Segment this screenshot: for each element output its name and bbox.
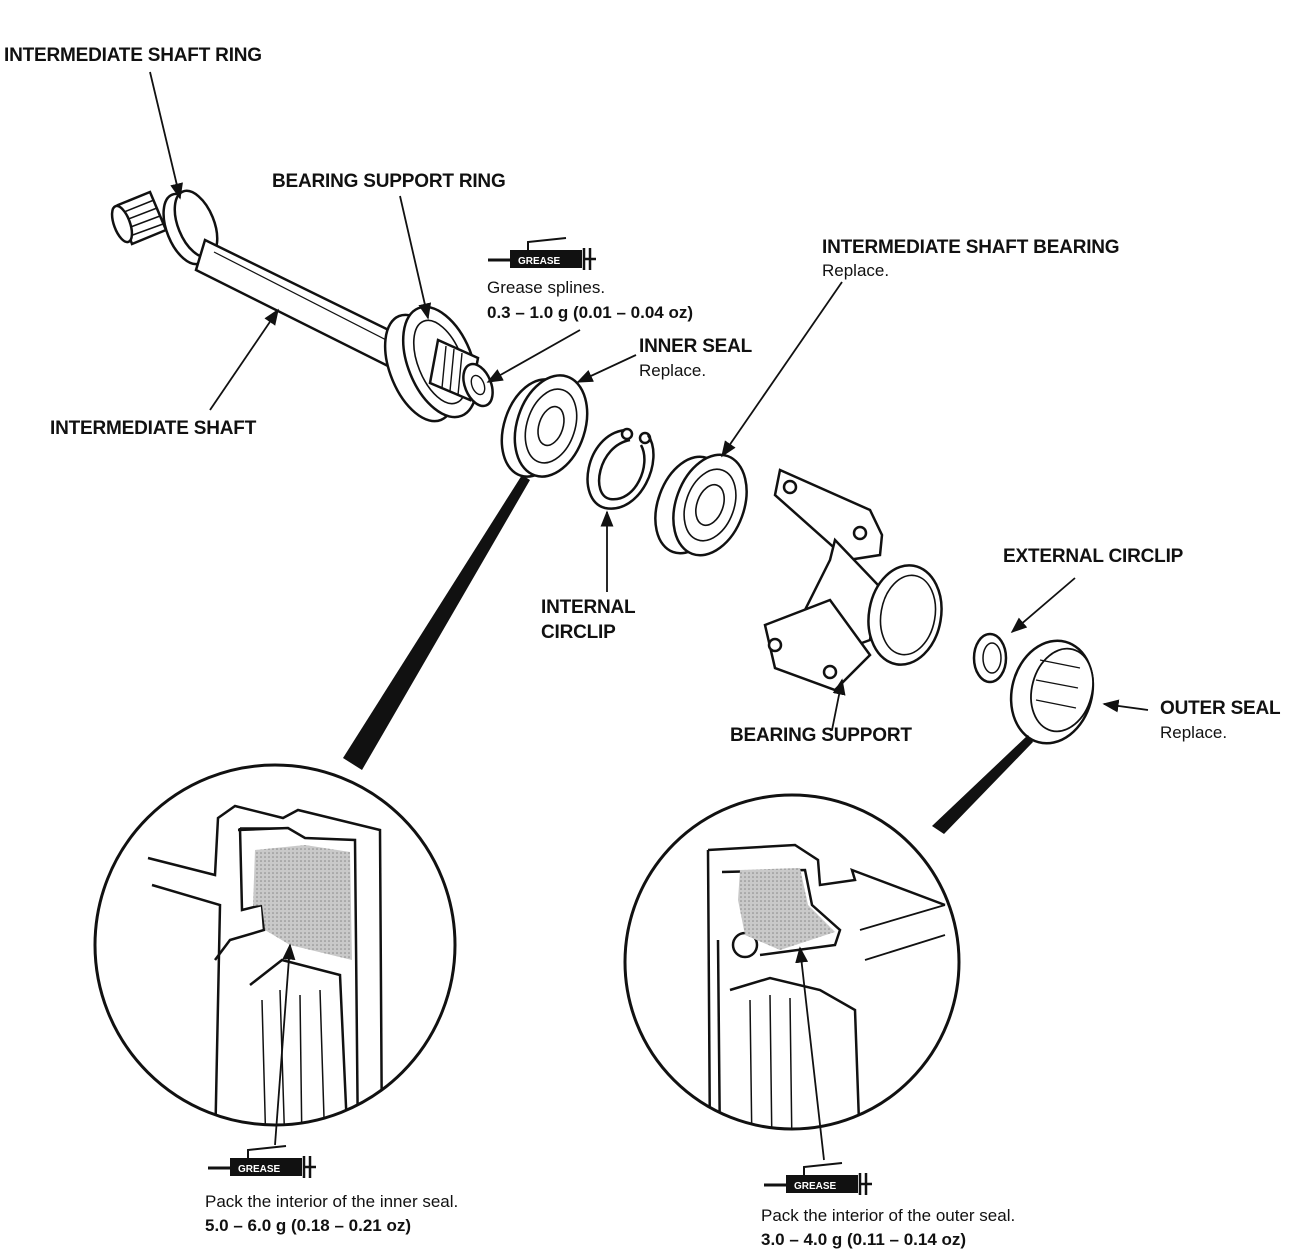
outer-seal-pack-note: Pack the interior of the outer seal. [761, 1206, 1016, 1225]
inner-seal-pack-note: Pack the interior of the inner seal. [205, 1192, 459, 1211]
outer-seal-callout-connector [932, 735, 1033, 834]
inner-seal-callout-connector [343, 475, 530, 770]
leader-lines [149, 71, 1149, 731]
bearing-support-part [763, 468, 943, 692]
outer-seal-replace-note: Replace. [1160, 723, 1228, 742]
intermediate-shaft-bearing-replace-note: Replace. [822, 261, 890, 280]
inner-seal-detail [93, 763, 457, 1146]
label-external-circlip: EXTERNAL CIRCLIP [1003, 546, 1184, 567]
label-bearing-support-ring: BEARING SUPPORT RING [272, 171, 506, 192]
label-inner-seal: INNER SEAL [639, 336, 753, 357]
inner-seal-part [500, 374, 589, 478]
grease-gun-tag-text: GREASE [238, 1164, 281, 1175]
label-internal-circlip-line1: INTERNAL [541, 597, 636, 618]
intermediate-shaft-part [110, 189, 494, 423]
outer-seal-pack-amount: 3.0 – 4.0 g (0.11 – 0.14 oz) [761, 1230, 967, 1249]
label-outer-seal: OUTER SEAL [1160, 698, 1281, 719]
outer-seal-detail [623, 793, 961, 1161]
inner-seal-pack-amount: 5.0 – 6.0 g (0.18 – 0.21 oz) [205, 1216, 412, 1235]
label-intermediate-shaft-ring: INTERMEDIATE SHAFT RING [4, 45, 262, 66]
label-intermediate-shaft: INTERMEDIATE SHAFT [50, 418, 257, 439]
grease-splines-note: Grease splines. [487, 278, 606, 297]
inner-seal-replace-note: Replace. [639, 361, 707, 380]
grease-gun-tag-text: GREASE [518, 256, 561, 267]
grease-gun-tag-text: GREASE [794, 1181, 837, 1192]
grease-gun-icon: GREASE [488, 237, 596, 270]
outer-seal-part [1009, 639, 1095, 745]
grease-gun-icon: GREASE [764, 1162, 872, 1195]
grease-splines-amount: 0.3 – 1.0 g (0.01 – 0.04 oz) [487, 303, 694, 322]
label-bearing-support: BEARING SUPPORT [730, 725, 912, 746]
grease-gun-icon: GREASE [208, 1145, 316, 1178]
label-intermediate-shaft-bearing: INTERMEDIATE SHAFT BEARING [822, 237, 1120, 258]
label-internal-circlip-line2: CIRCLIP [541, 622, 616, 643]
external-circlip-part [972, 632, 1008, 684]
intermediate-shaft-bearing-part [654, 453, 748, 557]
internal-circlip-part [586, 427, 655, 510]
